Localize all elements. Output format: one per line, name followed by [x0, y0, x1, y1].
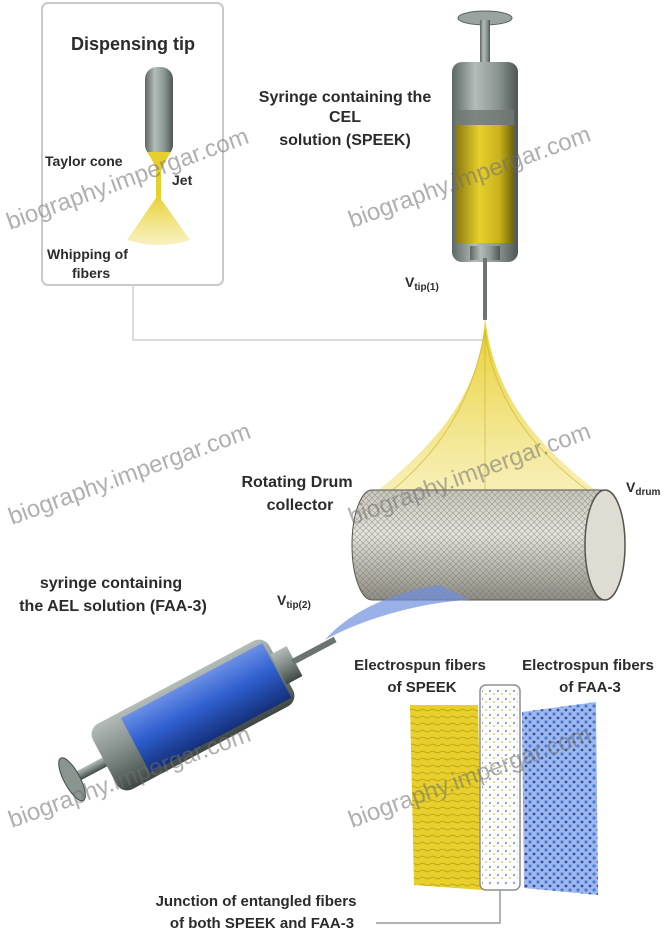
- drum-collector: [351, 489, 626, 601]
- watermark-3: biography.impergar.com: [5, 418, 255, 531]
- whipping-label-line2: fibers: [72, 265, 110, 281]
- speek-fibers-line1: Electrospun fibers: [354, 657, 486, 674]
- syringe-cel-line1: Syringe containing the: [259, 89, 432, 106]
- vtip1-label: Vtip(1): [405, 274, 439, 293]
- vtip2-label: Vtip(2): [277, 592, 311, 611]
- drum-line2: collector: [267, 497, 334, 514]
- inset-title: Dispensing tip: [71, 34, 195, 54]
- whipping-label-line1: Whipping of: [47, 246, 128, 262]
- junction-pointer: [376, 890, 501, 924]
- syringe-cel-line3: solution (SPEEK): [279, 132, 411, 149]
- junction-line1: Junction of entangled fibers: [156, 893, 357, 910]
- faa-fibers-line1: Electrospun fibers: [522, 657, 654, 674]
- inset-needle: [145, 67, 173, 157]
- speek-fiber-cone: [360, 318, 615, 505]
- inset-whipping-cone: [127, 195, 190, 245]
- faa-fiber-stream: [325, 585, 470, 640]
- junction-line2: of both SPEEK and FAA-3: [170, 915, 354, 932]
- vdrum-label: Vdrum: [626, 479, 660, 498]
- syringe-ael-line1: syringe containing: [40, 575, 182, 592]
- syringe-cel-line2: CEL: [329, 109, 361, 126]
- faa-fibers-line2: of FAA-3: [559, 679, 621, 696]
- inset-taylor-cone: [147, 152, 171, 182]
- drum-line1: Rotating Drum: [241, 474, 352, 491]
- taylor-cone-label: Taylor cone: [45, 153, 123, 169]
- inset-jet: [156, 170, 161, 200]
- syringe-faa: [58, 636, 337, 802]
- inset-connector: [132, 285, 485, 341]
- jet-label: Jet: [172, 172, 193, 188]
- syringe-ael-line2: the AEL solution (FAA-3): [19, 598, 207, 615]
- syringe-speek: [452, 10, 518, 320]
- speek-fibers-line2: of SPEEK: [387, 679, 456, 696]
- membrane-stack: [410, 684, 598, 895]
